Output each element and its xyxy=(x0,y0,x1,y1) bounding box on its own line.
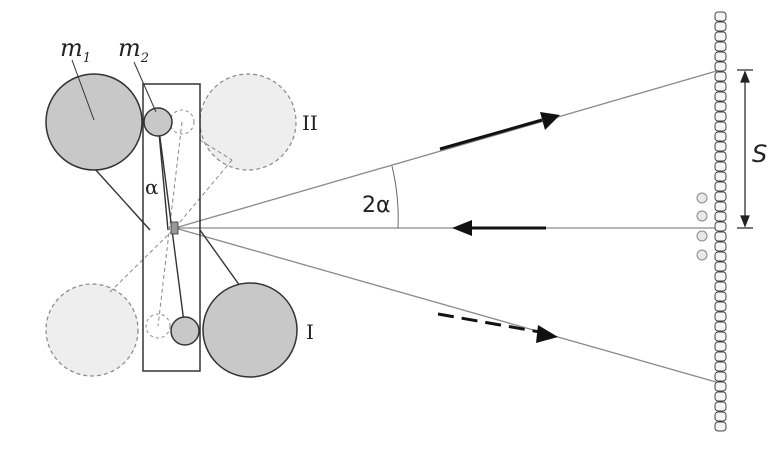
scale-bead xyxy=(714,381,727,392)
scale-bead xyxy=(714,411,727,422)
scale-bead xyxy=(714,221,727,232)
label-m1: m1 xyxy=(60,34,91,66)
label-position-i: I xyxy=(306,320,314,344)
light-rays xyxy=(174,69,721,383)
ghost-large-ball-bottom-left xyxy=(45,283,139,377)
scale-bead xyxy=(714,121,727,132)
scale-bead xyxy=(714,181,727,192)
scale-bead xyxy=(714,321,727,332)
scale-bead xyxy=(714,351,727,362)
scale-bead xyxy=(714,21,727,32)
large-ball-m1 xyxy=(45,73,143,171)
scale-bead xyxy=(714,41,727,52)
scale-bead xyxy=(714,111,727,122)
reference-dots xyxy=(696,192,708,261)
small-ball-m2 xyxy=(143,107,173,137)
arrow-reflected-down-dashed xyxy=(437,312,558,343)
scale-bead xyxy=(714,341,727,352)
label-s: S xyxy=(752,140,767,168)
scale-bead xyxy=(714,361,727,372)
scale-bead xyxy=(714,201,727,212)
large-ball-bottom xyxy=(202,282,298,378)
scale-bead xyxy=(714,91,727,102)
small-ball-bottom xyxy=(170,316,200,346)
arrow-incoming-left xyxy=(452,220,546,236)
scale-bead xyxy=(714,421,727,432)
scale-bead xyxy=(714,401,727,412)
scale-bead xyxy=(714,261,727,272)
reflected-ray-other xyxy=(174,227,717,383)
scale-bead xyxy=(714,231,727,242)
label-leaders xyxy=(71,59,157,121)
scale-bead xyxy=(714,11,727,22)
scale-bead xyxy=(714,51,727,62)
s-dimension xyxy=(737,69,753,229)
scale-bead xyxy=(714,211,727,222)
scale-bead xyxy=(714,241,727,252)
label-m2: m2 xyxy=(118,34,149,66)
reflected-ray-deflected xyxy=(174,69,721,229)
scale-bead xyxy=(714,171,727,182)
ghost-small-ball-bottom xyxy=(145,313,171,339)
scale-bead xyxy=(714,251,727,262)
scale-bead xyxy=(714,281,727,292)
scale-bead xyxy=(714,131,727,142)
scale-bead xyxy=(714,371,727,382)
scale-bead xyxy=(714,101,727,112)
angle-arc xyxy=(391,165,399,229)
ghost-large-ball-top-right xyxy=(199,73,297,171)
scale-bead xyxy=(714,161,727,172)
scale-bead xyxy=(714,331,727,342)
label-position-ii: II xyxy=(302,111,318,135)
scale-bead xyxy=(714,311,727,322)
torsion-frame xyxy=(142,83,201,372)
scale-bead xyxy=(714,301,727,312)
scale-bead xyxy=(714,61,727,72)
scale-bead xyxy=(714,291,727,302)
scale-bead xyxy=(714,391,727,402)
label-alpha: α xyxy=(145,175,159,199)
scale-bead xyxy=(714,31,727,42)
scale-bead xyxy=(714,271,727,282)
scale-bead xyxy=(714,81,727,92)
scale-bead xyxy=(714,71,727,82)
mirror xyxy=(170,221,179,235)
bead-column-scale-icon xyxy=(714,11,727,432)
label-two-alpha: 2α xyxy=(362,193,391,218)
arrow-reflected-up xyxy=(439,112,560,151)
scale-bead xyxy=(714,141,727,152)
scale-bead xyxy=(714,151,727,162)
scale-bead xyxy=(714,191,727,202)
